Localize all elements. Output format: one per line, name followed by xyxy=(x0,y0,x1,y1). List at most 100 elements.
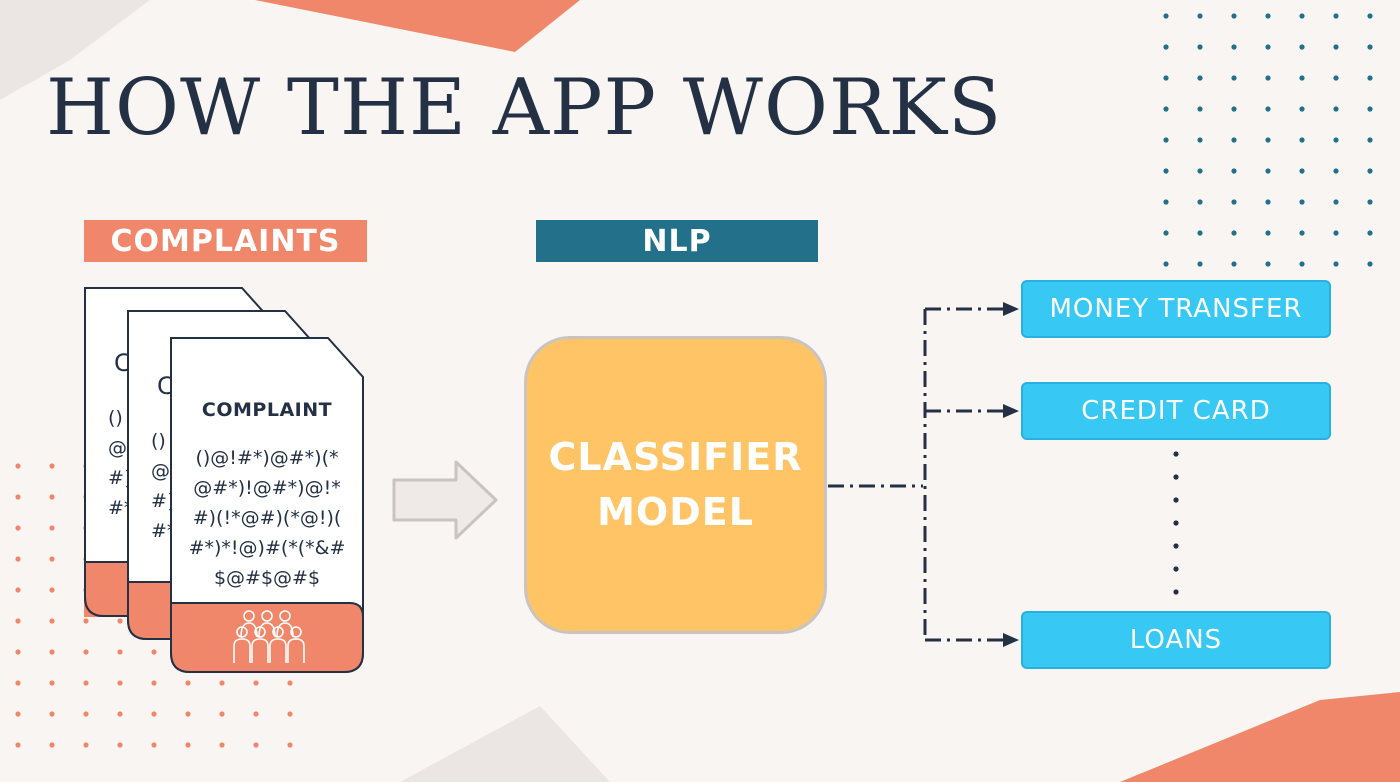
decor-dot xyxy=(117,649,123,655)
decor-dot xyxy=(1265,106,1271,112)
decor-dot xyxy=(1163,137,1169,143)
document-text-line: ()@!#*)@#*)(* xyxy=(195,447,339,469)
classifier-model-line2: MODEL xyxy=(597,490,754,534)
corner-shape-bottom-right xyxy=(1120,692,1400,782)
decor-dot xyxy=(1299,261,1305,267)
decor-dot xyxy=(83,649,89,655)
decor-dot xyxy=(49,618,55,624)
decor-dot xyxy=(1231,13,1237,19)
decor-dot xyxy=(117,742,123,748)
decor-dot xyxy=(1333,75,1339,81)
decor-dot xyxy=(1265,75,1271,81)
ellipsis-dot xyxy=(1173,589,1179,595)
decor-dot xyxy=(1163,199,1169,205)
decor-dot xyxy=(49,742,55,748)
category-credit-card: CREDIT CARD xyxy=(1021,382,1331,440)
decor-dot xyxy=(1197,75,1203,81)
arrowhead-money-transfer xyxy=(1003,302,1019,316)
decor-dot xyxy=(219,680,225,686)
ellipsis-dot xyxy=(1173,520,1179,526)
complaint-document-front: COMPLAINT ()@!#*)@#*)(* @#*)!@#*)@!* #)(… xyxy=(170,337,364,673)
decor-dot xyxy=(253,742,259,748)
decor-dot xyxy=(1299,75,1305,81)
nlp-label: NLP xyxy=(536,220,818,262)
decor-dot xyxy=(15,711,21,717)
decor-dot xyxy=(1333,199,1339,205)
decor-dot xyxy=(49,711,55,717)
decor-dot xyxy=(49,649,55,655)
document-text-line: #*)*!@)#(*(*&# xyxy=(188,537,346,559)
decor-dot xyxy=(185,711,191,717)
decor-dot xyxy=(1367,230,1373,236)
decor-dot xyxy=(1333,44,1339,50)
decor-dot xyxy=(287,711,293,717)
corner-shape-top-left xyxy=(0,0,150,100)
decor-dot xyxy=(15,525,21,531)
classifier-model-box: CLASSIFIER MODEL xyxy=(524,336,827,634)
decor-dot xyxy=(1231,230,1237,236)
decor-dot xyxy=(1163,230,1169,236)
decor-dot xyxy=(1231,106,1237,112)
decor-dot xyxy=(1231,75,1237,81)
decor-dot xyxy=(1163,75,1169,81)
decor-dot xyxy=(1231,261,1237,267)
decor-dot xyxy=(15,463,21,469)
document-text-line: @ xyxy=(151,460,170,482)
corner-shape-bottom xyxy=(400,706,610,782)
decor-dot xyxy=(185,742,191,748)
document-shape xyxy=(170,337,364,673)
decor-dot xyxy=(1265,137,1271,143)
ellipsis-dot xyxy=(1173,497,1179,503)
decor-dot xyxy=(1299,168,1305,174)
decor-dot xyxy=(287,680,293,686)
classifier-model-line1: CLASSIFIER xyxy=(548,434,803,479)
decor-dot xyxy=(1231,44,1237,50)
decor-dot xyxy=(1333,137,1339,143)
decor-dot xyxy=(15,618,21,624)
document-text-line: @ xyxy=(108,437,127,459)
decor-dot xyxy=(1367,13,1373,19)
people-group-icon xyxy=(233,610,305,663)
decor-dot xyxy=(83,680,89,686)
decor-dot xyxy=(287,742,293,748)
decor-dot xyxy=(1197,106,1203,112)
document-text-line: @#*)!@#*)@!* xyxy=(193,477,341,499)
page-title: HOW THE APP WORKS xyxy=(46,63,1003,153)
decor-dot xyxy=(15,649,21,655)
decor-dot xyxy=(1265,13,1271,19)
decor-dot xyxy=(151,680,157,686)
decor-dot xyxy=(1197,13,1203,19)
decor-dot xyxy=(49,525,55,531)
decor-dot xyxy=(1197,230,1203,236)
decor-dot xyxy=(49,494,55,500)
decor-dot xyxy=(1299,137,1305,143)
decor-dot xyxy=(253,680,259,686)
decor-dot xyxy=(1163,261,1169,267)
decor-dot xyxy=(1265,44,1271,50)
decor-dot xyxy=(1367,75,1373,81)
right-arrow-icon xyxy=(392,460,498,540)
decor-dot xyxy=(49,556,55,562)
decor-dot xyxy=(15,742,21,748)
decor-dot xyxy=(15,494,21,500)
decor-dot xyxy=(1163,106,1169,112)
decor-dot xyxy=(185,680,191,686)
decor-dot xyxy=(117,618,123,624)
decor-dot xyxy=(1265,261,1271,267)
category-money-transfer: MONEY TRANSFER xyxy=(1021,280,1331,338)
decor-dot xyxy=(1197,44,1203,50)
decor-dot xyxy=(49,463,55,469)
decor-dot xyxy=(1333,230,1339,236)
decor-dot xyxy=(1299,230,1305,236)
decor-dot xyxy=(1265,199,1271,205)
decor-dot xyxy=(1265,230,1271,236)
ellipsis-dot xyxy=(1173,474,1179,480)
decor-dot xyxy=(1231,137,1237,143)
decor-dot xyxy=(1333,261,1339,267)
dot-grid-top-right xyxy=(1163,13,1373,267)
decor-dot xyxy=(1197,261,1203,267)
decor-dot xyxy=(253,711,259,717)
decor-dot xyxy=(1367,261,1373,267)
